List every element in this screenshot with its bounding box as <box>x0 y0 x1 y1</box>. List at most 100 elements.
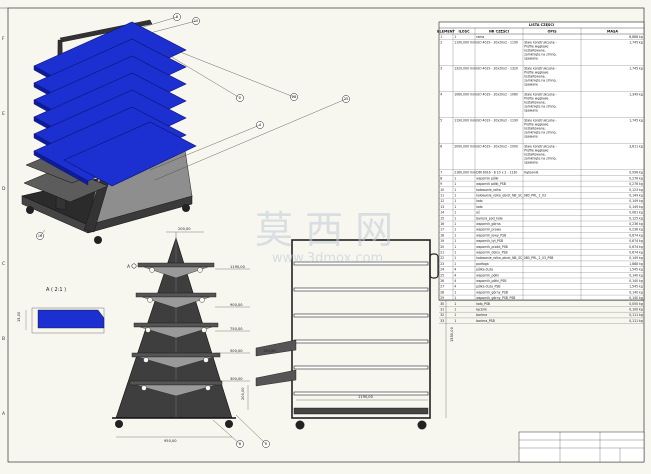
bom-cell: 0,149 kg <box>629 199 643 203</box>
bom-cell: 0,111 kg <box>629 313 643 317</box>
bom-cell: 4 <box>454 268 456 272</box>
bom-cell: 16 <box>440 222 444 226</box>
bom-cell: kołowanie_rolka <box>476 188 501 192</box>
bom-cell: 17 <box>440 228 444 232</box>
bom-header: OPIS <box>547 29 557 33</box>
front-hole <box>201 327 207 333</box>
bom-cell: 0,149 kg <box>629 205 643 209</box>
callout-number: 8 <box>176 15 179 19</box>
bom-cell: 5 <box>440 119 442 123</box>
bom-cell: wspornik półki_PSB <box>476 182 506 186</box>
dimension-label: 1190,00 <box>358 395 374 399</box>
bom-cell: 2160,000 mm <box>454 171 476 175</box>
callout-number: 28 <box>292 95 297 99</box>
bom-cell: 1 <box>454 262 456 266</box>
dimension-label: 150,00 <box>263 349 276 353</box>
bom-cell: zamknięte na zimno, <box>524 79 556 83</box>
bom-cell: zamknięte na zimno, <box>524 131 556 135</box>
bom-cell: kształtowane, <box>524 75 545 79</box>
bom-cell: 1 <box>454 182 456 186</box>
bom-cell: 0,149 kg <box>629 256 643 260</box>
bom-cell: kształtowane, <box>524 127 545 131</box>
bom-cell: 1060,000 mm <box>454 93 476 97</box>
dimension-label: 200,00 <box>178 227 191 231</box>
dimension-label: 1190,00 <box>230 265 246 269</box>
bom-cell: 2 <box>440 41 442 45</box>
bom-cell: ISO 4019 - 20x20x2 - 2000 <box>476 145 518 149</box>
bom-cell: 1 <box>454 313 456 317</box>
bom-cell: 1 <box>454 251 456 255</box>
frame-mark: D <box>2 186 6 192</box>
bom-cell: koło <box>476 205 482 209</box>
bom-cell: 19 <box>440 239 444 243</box>
bom-cell: ISO 4019 - 20x20x2 - 1060 <box>476 93 518 97</box>
title-block <box>518 431 645 463</box>
bom-cell: spawane <box>524 109 538 113</box>
bom-cell: 0,140 kg <box>629 279 643 283</box>
bom-cell: ISO 4019 - 20x20x2 - 1190 <box>476 119 518 123</box>
bom-cell: 7 <box>440 171 442 175</box>
front-shelf <box>129 380 223 386</box>
bom-cell: wspornik_półki <box>476 273 499 277</box>
bom-cell: 0,149 kg <box>629 194 643 198</box>
watermark-text: 莫 西 网 <box>255 208 393 252</box>
side-floor <box>293 407 429 415</box>
bom-cell: 1,545 kg <box>629 268 643 272</box>
bom-cell: 1,545 kg <box>629 285 643 289</box>
bom-cell: 1 <box>454 211 456 215</box>
bom-cell: 24 <box>440 268 444 272</box>
bom-cell: 22 <box>440 256 444 260</box>
side-shelf <box>293 365 429 370</box>
bom-cell: 27 <box>440 285 444 289</box>
bom-cell: 0,674 kg <box>629 245 643 249</box>
front-bracket <box>139 326 213 339</box>
frame-mark: B <box>2 336 5 342</box>
bom-cell: 0,276 kg <box>629 176 643 180</box>
bom-cell: Stale konstrukcyjne - <box>524 119 557 123</box>
bom-cell: 1 <box>454 199 456 203</box>
bom-cell: 18 <box>440 233 444 237</box>
bom-cell: kształtowane, <box>524 101 545 105</box>
bom-cell: 23 <box>440 262 444 266</box>
bom-cell: 0,236 kg <box>629 228 643 232</box>
front-view: A 200,001190,00900,00750,00500,00300,009… <box>112 227 250 443</box>
front-hole <box>147 297 153 303</box>
bom-cell: bariera_pod_koła <box>476 216 502 220</box>
bom-cell: 11 <box>440 194 444 198</box>
bom-cell: 0,140 kg <box>629 290 643 294</box>
side-shelf <box>293 287 429 292</box>
bom-cell: 1 <box>454 205 456 209</box>
front-hole <box>145 327 151 333</box>
bom-cell: 1 <box>454 319 456 323</box>
front-hole <box>149 267 155 273</box>
bom-cell: 31 <box>440 308 444 312</box>
callout-number: 16 <box>38 234 43 238</box>
bom-cell: 12 <box>440 199 444 203</box>
front-bracket <box>135 384 217 397</box>
bom-cell: 1190,000 mm <box>454 119 476 123</box>
detail-label: A ( 2:1 ) <box>46 287 66 293</box>
bom-cell: 0,123 kg <box>629 188 643 192</box>
bom-cell: kołowanie_rolka_obrot_NB_SC_080_PRL_2_03… <box>476 256 553 260</box>
bom-cell: 1 <box>454 296 456 300</box>
bom-cell: 2000,000 mm <box>454 145 476 149</box>
bom-cell: wspornik_dolny_PSB <box>476 251 507 255</box>
bom-cell: wspornik_lewy_PSB <box>476 233 506 237</box>
bom-cell: spawane <box>524 135 538 139</box>
callout-number: 4 <box>259 123 262 127</box>
dimension-label: 950,00 <box>164 439 177 443</box>
bom-cell: 0,276 kg <box>629 182 643 186</box>
bom-cell: Profile węgłowe <box>524 45 548 49</box>
bom-cell: wspornik_tył_PSB <box>476 239 503 243</box>
bom-cell: bariera_PSB <box>476 319 495 323</box>
bom-cell: 1 <box>454 35 456 39</box>
side-shelf <box>293 261 429 266</box>
bom-cell: 1 <box>454 256 456 260</box>
bom-cell: półka duża_PSB <box>476 285 500 289</box>
dimension-label: 300,00 <box>230 377 243 381</box>
bom-cell: wspornik_górna <box>476 222 500 226</box>
bom-cell: wspornik_półki_PSB <box>476 279 506 283</box>
bom-cell: 0,674 kg <box>629 233 643 237</box>
